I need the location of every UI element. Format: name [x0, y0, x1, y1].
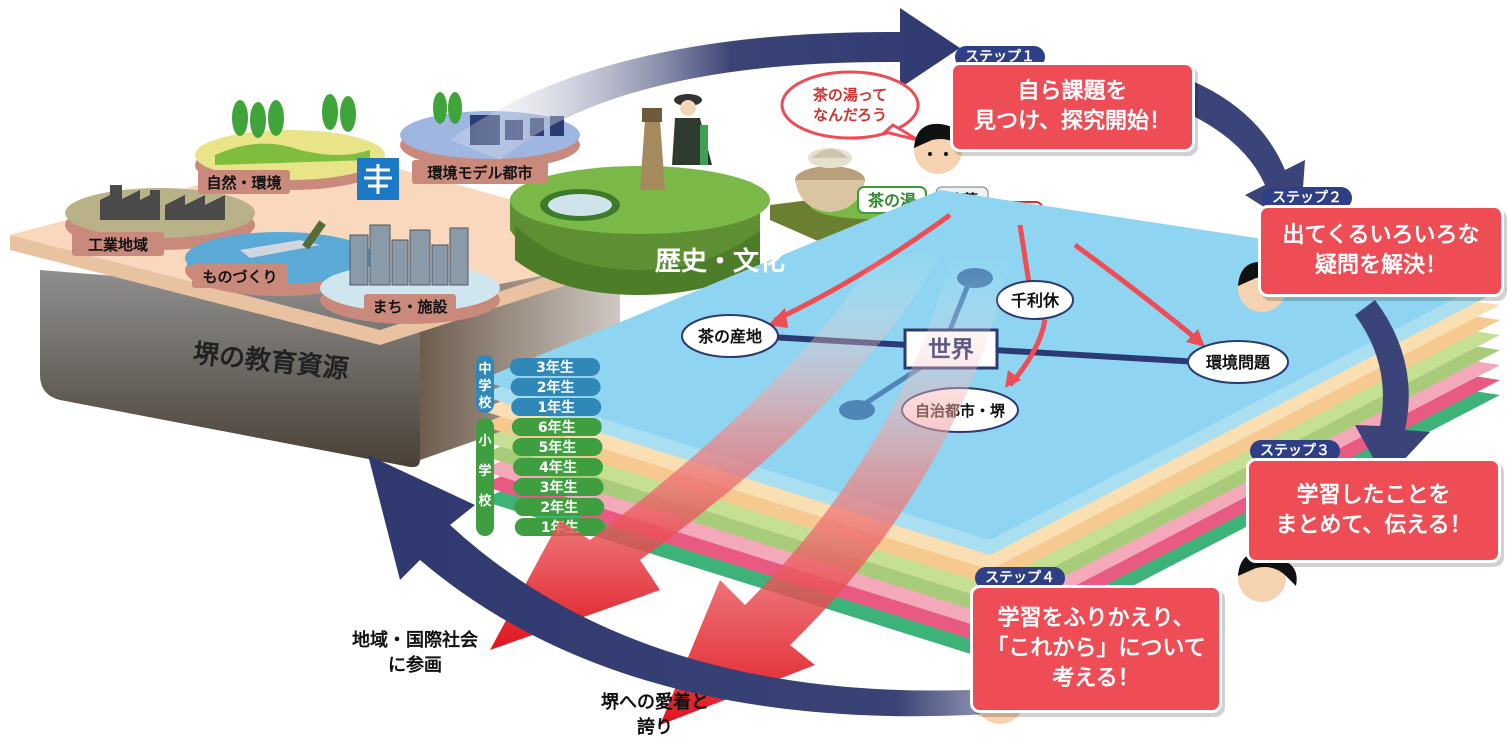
svg-text:学: 学 — [478, 378, 491, 394]
grade-pill — [512, 438, 603, 456]
connection-arrows — [768, 212, 1205, 388]
node-tea-origin: 茶の産地 — [681, 314, 779, 358]
node-environment: 環境問題 — [1187, 340, 1289, 384]
svg-text:環境問題: 環境問題 — [1206, 353, 1271, 372]
cycle-arrow-bottom — [368, 455, 1250, 717]
grade-pill-list: 3年生2年生1年生6年生5年生4年生3年生2年生1年生 — [510, 358, 605, 536]
svg-text:校: 校 — [478, 493, 492, 509]
svg-text:中: 中 — [478, 361, 491, 377]
step-2-tag: ステップ２ — [1262, 187, 1352, 209]
svg-text:工業地域: 工業地域 — [88, 236, 148, 254]
svg-text:茶の湯って: 茶の湯って — [813, 86, 887, 104]
speech-bubble: 茶の湯って なんだろう — [780, 70, 920, 142]
history-disc — [510, 94, 770, 295]
lighthouse-icon — [640, 108, 665, 190]
area-label-town: まち・施設 — [364, 294, 456, 318]
svg-text:学: 学 — [478, 463, 491, 479]
grade-pill-label: 3年生 — [536, 359, 574, 376]
svg-text:校: 校 — [478, 395, 492, 411]
grade-pill — [510, 358, 600, 376]
grade-pill — [511, 418, 602, 436]
grade-labels: 中 学 校 小 学 校 — [476, 355, 494, 536]
grade-pill — [514, 498, 605, 516]
tree-icon — [433, 92, 462, 124]
cycle-arrow-top — [450, 8, 960, 160]
outcome-arrow-society — [490, 250, 940, 650]
area-label-industrial: 工業地域 — [72, 232, 164, 256]
step-3-box: 学習したことを まとめて、伝える！ — [1246, 458, 1501, 563]
area-label-craft: ものづくり — [192, 264, 288, 288]
skyscraper-icon — [349, 224, 469, 286]
svg-text:まち・施設: まち・施設 — [372, 298, 448, 316]
node-sen-no-rikyu: 千利休 — [996, 280, 1074, 320]
city-emblem-icon — [357, 158, 399, 200]
grade-pill-label: 6年生 — [538, 419, 576, 436]
area-label-eco-city: 環境モデル都市 — [412, 160, 548, 184]
grade-pill-label: 3年生 — [540, 479, 578, 496]
factory-icon — [100, 185, 225, 220]
step-4-tag: ステップ４ — [975, 567, 1065, 589]
step-3-tag: ステップ３ — [1250, 440, 1340, 462]
grade-pill — [513, 458, 603, 476]
grade-pill — [513, 478, 604, 496]
outcome-arrow-pride — [660, 260, 1010, 725]
svg-text:茶の産地: 茶の産地 — [697, 327, 762, 346]
svg-text:自然・環境: 自然・環境 — [206, 174, 281, 192]
svg-text:ものづくり: ものづくり — [202, 268, 277, 286]
knife-icon — [240, 220, 326, 258]
grade-pill-label: 4年生 — [539, 459, 577, 476]
cycle-arrow-right-lower — [1355, 300, 1430, 480]
svg-text:小: 小 — [478, 434, 491, 449]
grade-pill-label: 5年生 — [539, 439, 577, 456]
area-label-nature: 自然・環境 — [198, 170, 290, 194]
tea-bowl-icon — [795, 148, 865, 212]
grade-pill-label: 2年生 — [537, 379, 575, 396]
outcome-society: 地域・国際社会 に参画 — [352, 630, 478, 676]
svg-text:環境モデル都市: 環境モデル都市 — [427, 164, 532, 182]
grade-pill-label: 2年生 — [540, 499, 578, 516]
grade-pill-label: 1年生 — [537, 399, 575, 416]
svg-text:千利休: 千利休 — [1011, 291, 1060, 310]
grade-pill — [511, 398, 602, 416]
history-disc-label: 歴史・文化 — [655, 246, 785, 277]
grade-pill — [510, 378, 601, 396]
step-2-box: 出てくるいろいろな 疑問を解決！ — [1258, 205, 1504, 297]
step-1-box: 自ら課題を 見つけ、探究開始！ — [950, 62, 1195, 152]
step-4-box: 学習をふりかえり、 「これから」について 考える！ — [970, 585, 1222, 713]
sen-no-rikyu-figure — [672, 94, 712, 165]
svg-text:なんだろう: なんだろう — [813, 106, 887, 124]
tree-icon — [232, 94, 356, 138]
outcome-pride: 堺への愛着と 誇り — [601, 692, 709, 738]
